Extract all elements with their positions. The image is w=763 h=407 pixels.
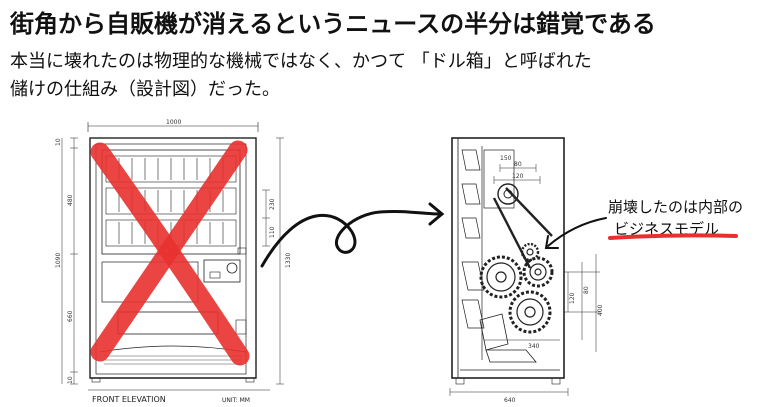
gear-cluster [479,242,554,334]
side-cabinet [451,137,565,379]
front-dim-right-0: 230 [269,198,276,210]
annotation-line-1: 崩壊したのは内部の [608,198,743,216]
side-dim-top-1: 120 [512,173,524,180]
side-width-dim: 640 [504,397,516,404]
annotation-arrow-icon [544,217,607,249]
cross-mark [90,140,250,366]
side-dim-top-0: 80 [514,161,522,168]
front-dim-right-2: 1330 [285,253,292,268]
front-dim-left-3: 660 [67,310,74,322]
front-dim-right-1: 110 [269,226,276,238]
arrow-icon [260,202,445,268]
side-dim-bottom: 340 [528,343,540,350]
front-caption: FRONT ELEVATION [92,395,166,404]
front-dim-left-4: 10 [67,376,74,384]
front-dim-left-1: 480 [67,194,74,206]
side-dim-inner-0: 120 [569,292,576,304]
headline: 街角から自販機が消えるというニュースの半分は錯覚である [10,10,656,38]
front-width-dim: 1000 [166,119,181,126]
side-section [449,137,600,396]
coin-panel [203,259,241,283]
subtitle: 本当に壊れたのは物理的な機械ではなく、かつて 「ドル箱」と呼ばれた 儲けの仕組み… [10,48,750,104]
side-dim-inner-2: 400 [597,304,604,316]
front-dim-left-0: 10 [55,138,62,146]
side-dim-inner-1: 80 [583,286,590,294]
sprocket-top [497,183,519,205]
front-unit: UNIT: MM [222,397,250,404]
annotation-underline [608,233,738,240]
subtitle-line-1: 本当に壊れたのは物理的な機械ではなく、かつて 「ドル箱」と呼ばれた [10,51,592,72]
side-dim-top-2: 150 [500,155,512,162]
subtitle-line-2: 儲けの仕組み（設計図）だった。 [10,79,280,100]
front-dim-left-2: 1090 [55,253,62,268]
